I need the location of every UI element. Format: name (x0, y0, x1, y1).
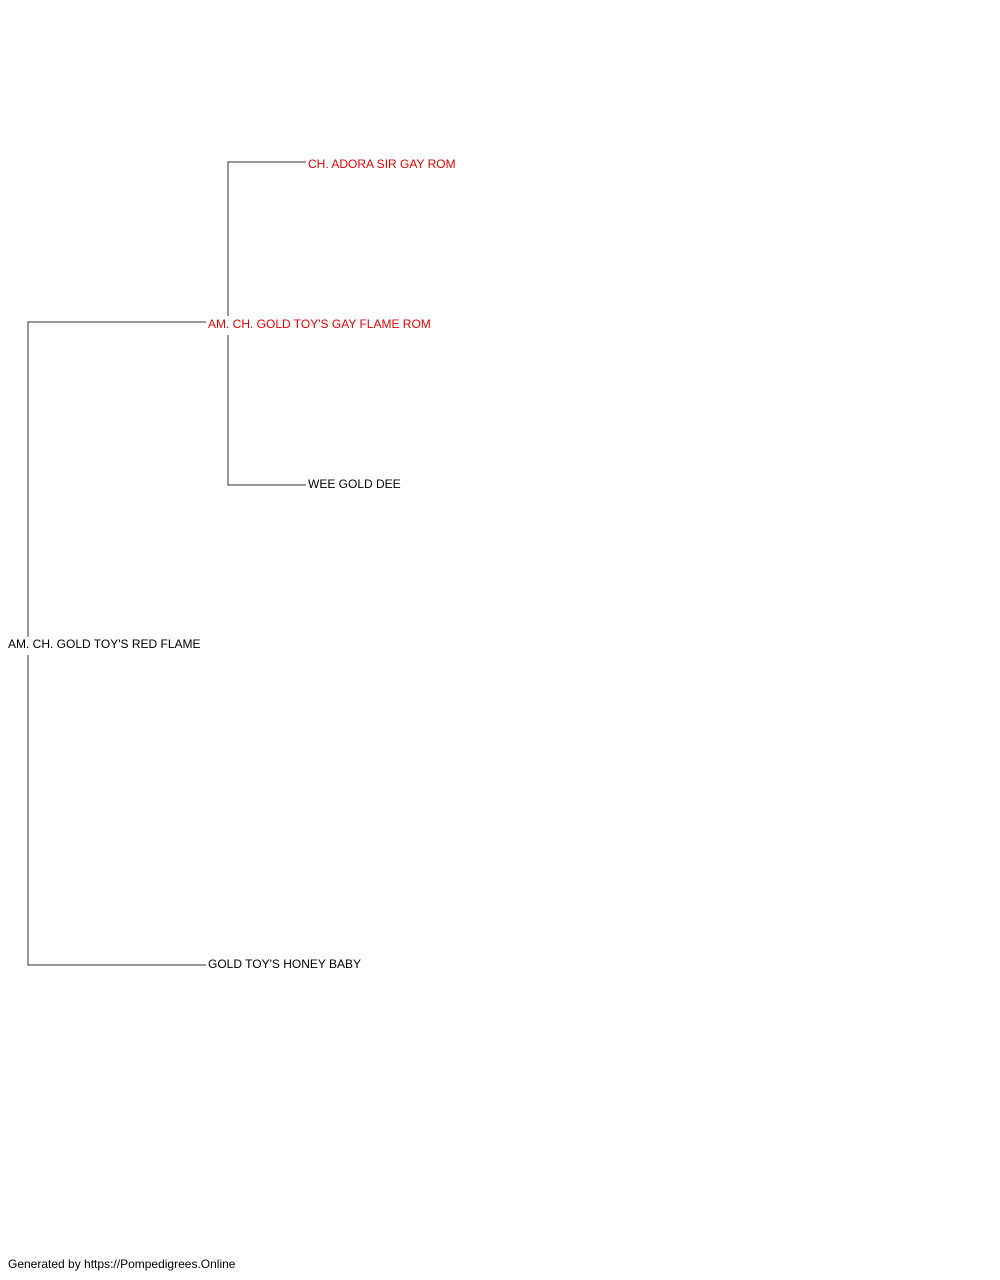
connector-sire-dam (227, 335, 306, 486)
pedigree-node-sire: AM. CH. GOLD TOY'S GAY FLAME ROM (208, 317, 431, 331)
connector-sire-sire (227, 161, 306, 316)
connector-subject-sire (27, 321, 206, 637)
connector-subject-dam (27, 655, 206, 966)
pedigree-node-subject: AM. CH. GOLD TOY'S RED FLAME (8, 637, 201, 651)
pedigree-node-sire-sire: CH. ADORA SIR GAY ROM (308, 157, 456, 171)
generated-by-footer: Generated by https://Pompedigrees.Online (8, 1257, 236, 1271)
pedigree-node-dam: GOLD TOY'S HONEY BABY (208, 957, 362, 971)
pedigree-node-sire-dam: WEE GOLD DEE (308, 477, 401, 491)
